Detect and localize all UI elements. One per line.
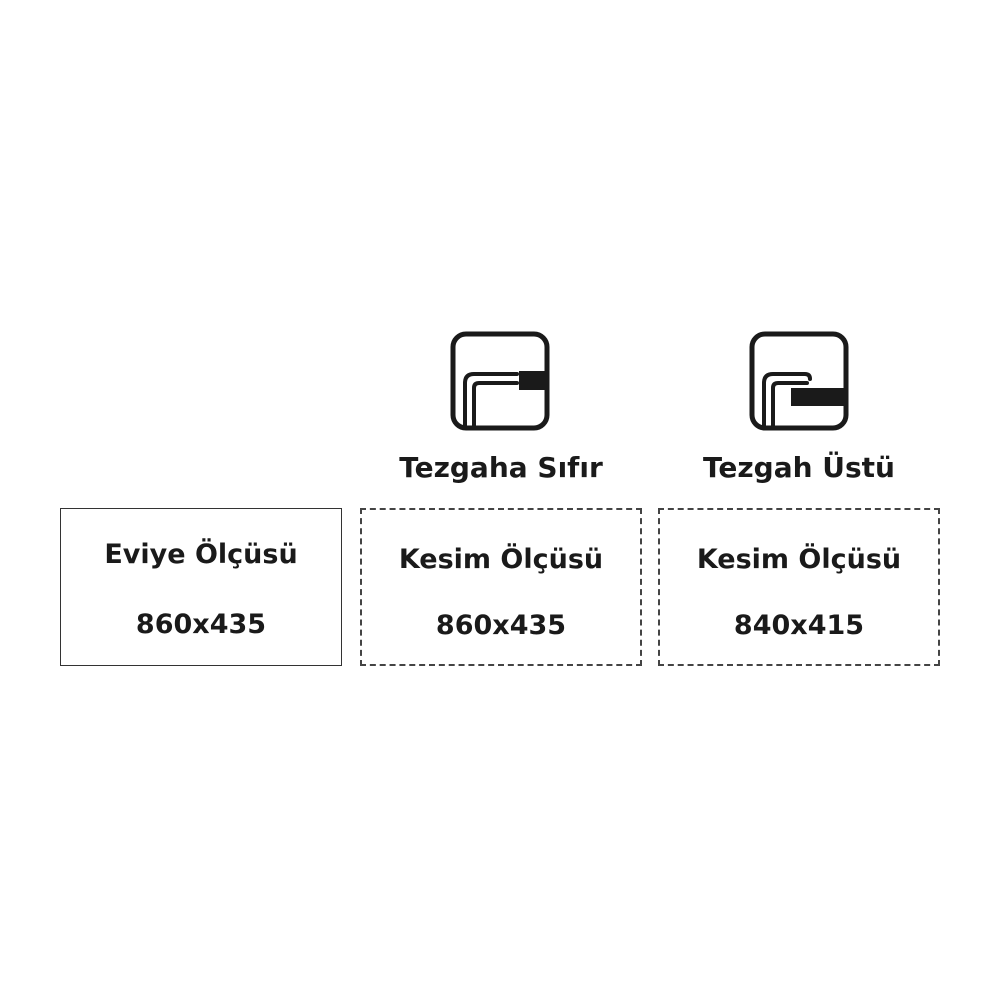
flush-cut-size-box: Kesim Ölçüsü 860x435 — [360, 508, 642, 666]
top-mount-title: Tezgah Üstü — [702, 451, 895, 484]
flush-cut-size-label: Kesim Ölçüsü — [398, 544, 604, 575]
top-mount-sink-icon — [749, 331, 849, 431]
top-cut-size-value: 840x415 — [733, 610, 865, 641]
sink-size-box: Eviye Ölçüsü 860x435 — [60, 508, 342, 666]
sink-size-label: Eviye Ölçüsü — [104, 539, 298, 570]
flush-mount-sink-icon — [450, 331, 550, 431]
top-cut-size-label: Kesim Ölçüsü — [696, 544, 902, 575]
sink-size-value: 860x435 — [135, 609, 267, 640]
flush-mount-title: Tezgaha Sıfır — [399, 451, 603, 484]
top-cut-size-box: Kesim Ölçüsü 840x415 — [658, 508, 940, 666]
flush-cut-size-value: 860x435 — [435, 610, 567, 641]
